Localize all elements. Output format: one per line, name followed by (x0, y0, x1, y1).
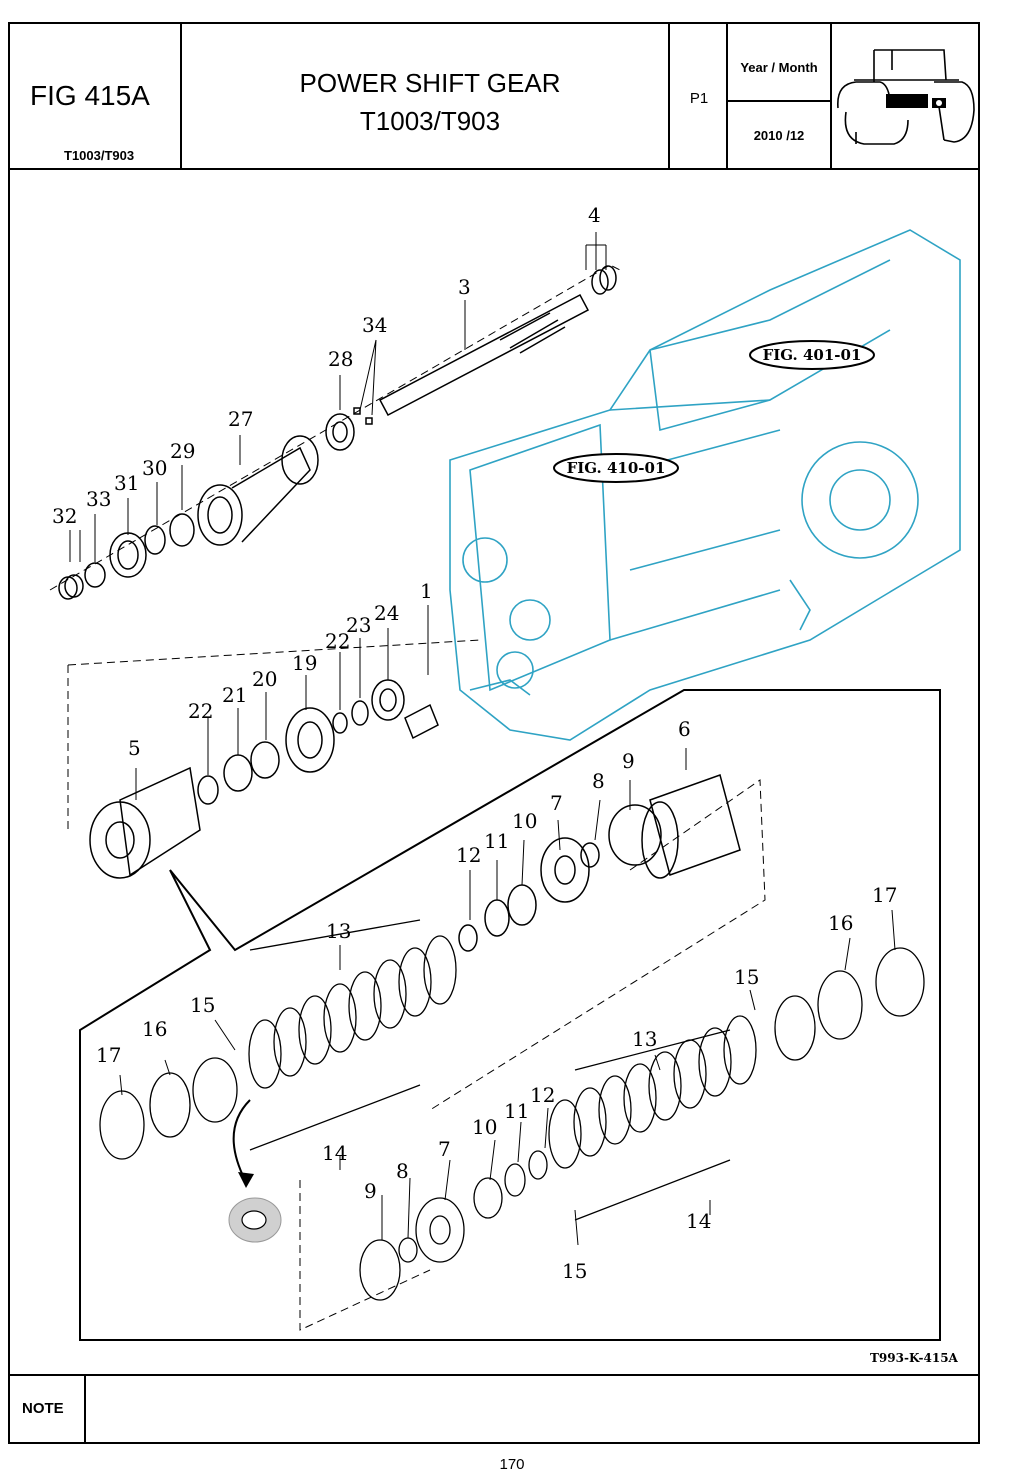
callout-23: 22 (325, 629, 350, 653)
part-callouts: 4 3 34 28 27 29 30 31 33 32 1 24 23 22 1… (52, 203, 959, 1365)
callout-13: 13 (326, 919, 351, 943)
callout-12: 12 (456, 843, 481, 867)
callout-3: 3 (458, 275, 471, 299)
callout-5: 5 (128, 736, 141, 760)
note-divider (84, 1374, 86, 1444)
callout-11: 11 (484, 829, 509, 853)
header-divider-3 (726, 22, 728, 170)
tractor-icon (837, 49, 975, 145)
figure-number: FIG 415A (30, 80, 150, 111)
callout-11-lower: 11 (504, 1099, 529, 1123)
exploded-parts-diagram: FIG. 401-01 FIG. 410-01 (49, 203, 961, 1365)
callout-25: 24 (374, 601, 399, 625)
page-frame (8, 22, 980, 1444)
note-top-rule (8, 1374, 980, 1376)
callout-28: 28 (328, 347, 353, 371)
year-month-label: Year / Month (740, 60, 818, 75)
callout-13-lower: 13 (632, 1027, 657, 1051)
header-divider-1 (180, 22, 182, 170)
valve-detail-inset (228, 1099, 282, 1243)
callout-12-lower: 12 (530, 1083, 555, 1107)
callout-20: 20 (252, 667, 277, 691)
callout-17-lower: 17 (872, 883, 897, 907)
header-divider-2 (668, 22, 670, 170)
callout-16-lower: 16 (828, 911, 853, 935)
page-subtitle: T1003/T903 (359, 106, 501, 136)
year-month-rule (728, 100, 830, 102)
callout-17: 17 (96, 1043, 121, 1067)
page-code: P1 (689, 90, 709, 107)
callout-19: 19 (292, 651, 317, 675)
figure-model: T1003/T903 (64, 148, 135, 163)
callout-1: 1 (420, 579, 433, 603)
callout-34: 34 (362, 313, 387, 337)
detail-frame (79, 689, 941, 1341)
callout-9: 9 (622, 749, 635, 773)
callout-30: 30 (142, 456, 167, 480)
callout-10-lower: 10 (472, 1115, 497, 1139)
callout-6: 6 (678, 717, 691, 741)
callout-15-lower: 15 (734, 965, 759, 989)
callout-33: 33 (86, 487, 111, 511)
callout-29: 29 (170, 439, 195, 463)
header-bottom-rule (8, 168, 980, 170)
figure-reference-label: FIG. 401-01 (763, 346, 862, 364)
callout-24: 23 (346, 613, 371, 637)
callout-14-lower: 14 (686, 1209, 711, 1233)
callout-15: 15 (190, 993, 215, 1017)
figure-reference-410: FIG. 410-01 (553, 453, 679, 483)
drawing-code: T993-K-415A (870, 1351, 959, 1365)
callout-15-bottom: 15 (562, 1259, 587, 1283)
header-divider-4 (830, 22, 832, 170)
callout-16: 16 (142, 1017, 167, 1041)
callout-8-lower: 8 (396, 1159, 409, 1183)
callout-4: 4 (588, 203, 601, 227)
callout-22-label: 22 (188, 699, 213, 723)
page-number: 170 (499, 1456, 525, 1473)
page-title: POWER SHIFT GEAR (299, 68, 561, 98)
callout-21: 21 (222, 683, 247, 707)
callout-31: 31 (114, 471, 139, 495)
callout-32: 32 (52, 504, 77, 528)
transmission-housing (449, 229, 961, 741)
callout-7-lower: 7 (438, 1137, 451, 1161)
note-label: NOTE (22, 1400, 64, 1417)
callout-9-lower: 9 (364, 1179, 377, 1203)
callout-8: 8 (592, 769, 605, 793)
year-month-value: 2010 /12 (753, 128, 805, 143)
callout-7: 7 (550, 791, 563, 815)
callout-14: 14 (322, 1141, 347, 1165)
figure-reference-label: FIG. 410-01 (567, 459, 666, 477)
callout-10: 10 (512, 809, 537, 833)
callout-27: 27 (228, 407, 253, 431)
figure-reference-401: FIG. 401-01 (749, 340, 875, 370)
